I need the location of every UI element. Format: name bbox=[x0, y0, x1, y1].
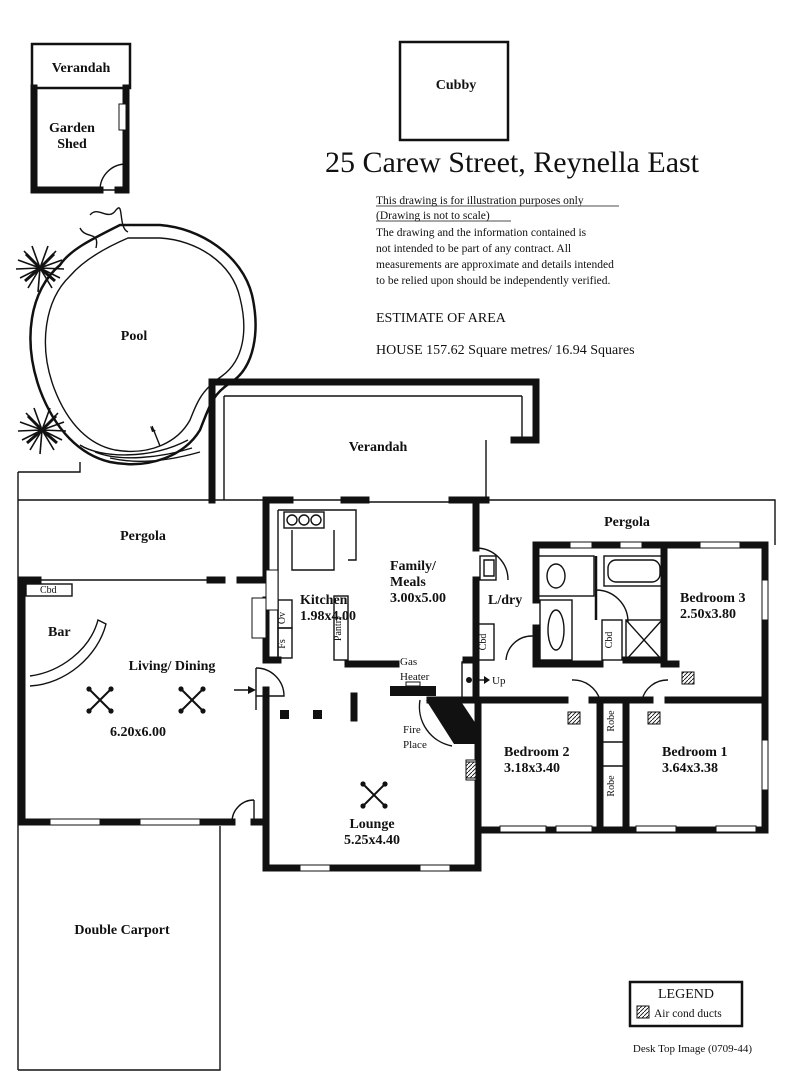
disclaimer-line-1: This drawing is for illustration purpose… bbox=[376, 195, 584, 207]
oven-label: Ov bbox=[277, 612, 288, 624]
pool-label: Pool bbox=[121, 329, 148, 344]
legend-title: LEGEND bbox=[658, 987, 714, 1002]
cubby-label: Cubby bbox=[436, 78, 476, 93]
family-label-2: Meals bbox=[390, 575, 426, 590]
lounge-label: Lounge bbox=[349, 817, 394, 832]
bedroom-2-size: 3.18x3.40 bbox=[504, 761, 560, 776]
lounge bbox=[280, 699, 477, 810]
disclaimer-line-3: The drawing and the information containe… bbox=[376, 227, 587, 239]
heater-label: Heater bbox=[400, 671, 430, 683]
left-pergola bbox=[17, 462, 266, 1070]
lounge-size: 5.25x4.40 bbox=[344, 833, 400, 848]
pergola-left-label: Pergola bbox=[120, 529, 166, 544]
shed-label: Shed bbox=[57, 137, 87, 152]
disclaimer-line-6: to be relied upon should be independentl… bbox=[376, 275, 611, 287]
footer-image-id: Desk Top Image (0709-44) bbox=[633, 1043, 752, 1055]
right-pergola bbox=[486, 499, 776, 545]
laundry-bathroom bbox=[475, 541, 680, 668]
living-cupboard-label: Cbd bbox=[40, 585, 57, 596]
garden-shed bbox=[30, 42, 132, 194]
garden-label: Garden bbox=[49, 121, 95, 136]
robe-label-2: Robe bbox=[606, 775, 617, 797]
disclaimer: This drawing is for illustration purpose… bbox=[376, 195, 619, 287]
air-cond-ducts bbox=[465, 671, 695, 779]
living-dining-label: Living/ Dining bbox=[129, 659, 216, 674]
kitchen bbox=[251, 509, 357, 661]
gas-label: Gas bbox=[400, 656, 417, 668]
laundry-label: L/dry bbox=[488, 593, 522, 608]
windows bbox=[49, 541, 769, 872]
kitchen-label: Kitchen bbox=[300, 593, 348, 608]
laundry-cupboard-label: Cbd bbox=[478, 634, 489, 651]
pantry-label: Pantry bbox=[333, 615, 344, 641]
living-dining-size: 6.20x6.00 bbox=[110, 725, 166, 740]
place-label: Place bbox=[403, 739, 427, 751]
disclaimer-line-4: not intended to be part of any contract.… bbox=[376, 243, 571, 255]
estimate-heading: ESTIMATE OF AREA bbox=[376, 311, 507, 326]
bedroom-1-label: Bedroom 1 bbox=[662, 745, 727, 760]
fridge-space-label: Fs bbox=[277, 639, 288, 649]
bedroom-3-label: Bedroom 3 bbox=[680, 591, 745, 606]
cubby bbox=[398, 40, 510, 142]
bedrooms bbox=[499, 696, 768, 834]
bar-label: Bar bbox=[48, 625, 71, 640]
pergola-right-label: Pergola bbox=[604, 515, 650, 530]
verandah bbox=[208, 378, 540, 504]
verandah-label: Verandah bbox=[349, 440, 408, 455]
living-dining bbox=[25, 583, 285, 715]
pool bbox=[14, 207, 257, 466]
double-carport bbox=[18, 826, 221, 1071]
bedroom-2-label: Bedroom 2 bbox=[504, 745, 569, 760]
fire-label: Fire bbox=[403, 724, 421, 736]
family-label-1: Family/ bbox=[390, 559, 437, 574]
robe-label-1: Robe bbox=[606, 710, 617, 732]
carport-label: Double Carport bbox=[74, 923, 170, 938]
legend-item: Air cond ducts bbox=[654, 1008, 722, 1020]
bedroom-1-size: 3.64x3.38 bbox=[662, 761, 718, 776]
bath-cupboard-label: Cbd bbox=[604, 632, 615, 649]
address-title: 25 Carew Street, Reynella East bbox=[325, 146, 700, 179]
kitchen-size: 1.98x4.00 bbox=[300, 609, 356, 624]
shed-verandah-label: Verandah bbox=[52, 61, 111, 76]
disclaimer-line-2: (Drawing is not to scale) bbox=[376, 210, 490, 222]
house-area: HOUSE 157.62 Square metres/ 16.94 Square… bbox=[376, 343, 635, 358]
bedroom-3-size: 2.50x3.80 bbox=[680, 607, 736, 622]
up-label: Up bbox=[492, 675, 506, 687]
family-size: 3.00x5.00 bbox=[390, 591, 446, 606]
legend bbox=[628, 980, 744, 1028]
disclaimer-line-5: measurements are approximate and details… bbox=[376, 259, 614, 271]
